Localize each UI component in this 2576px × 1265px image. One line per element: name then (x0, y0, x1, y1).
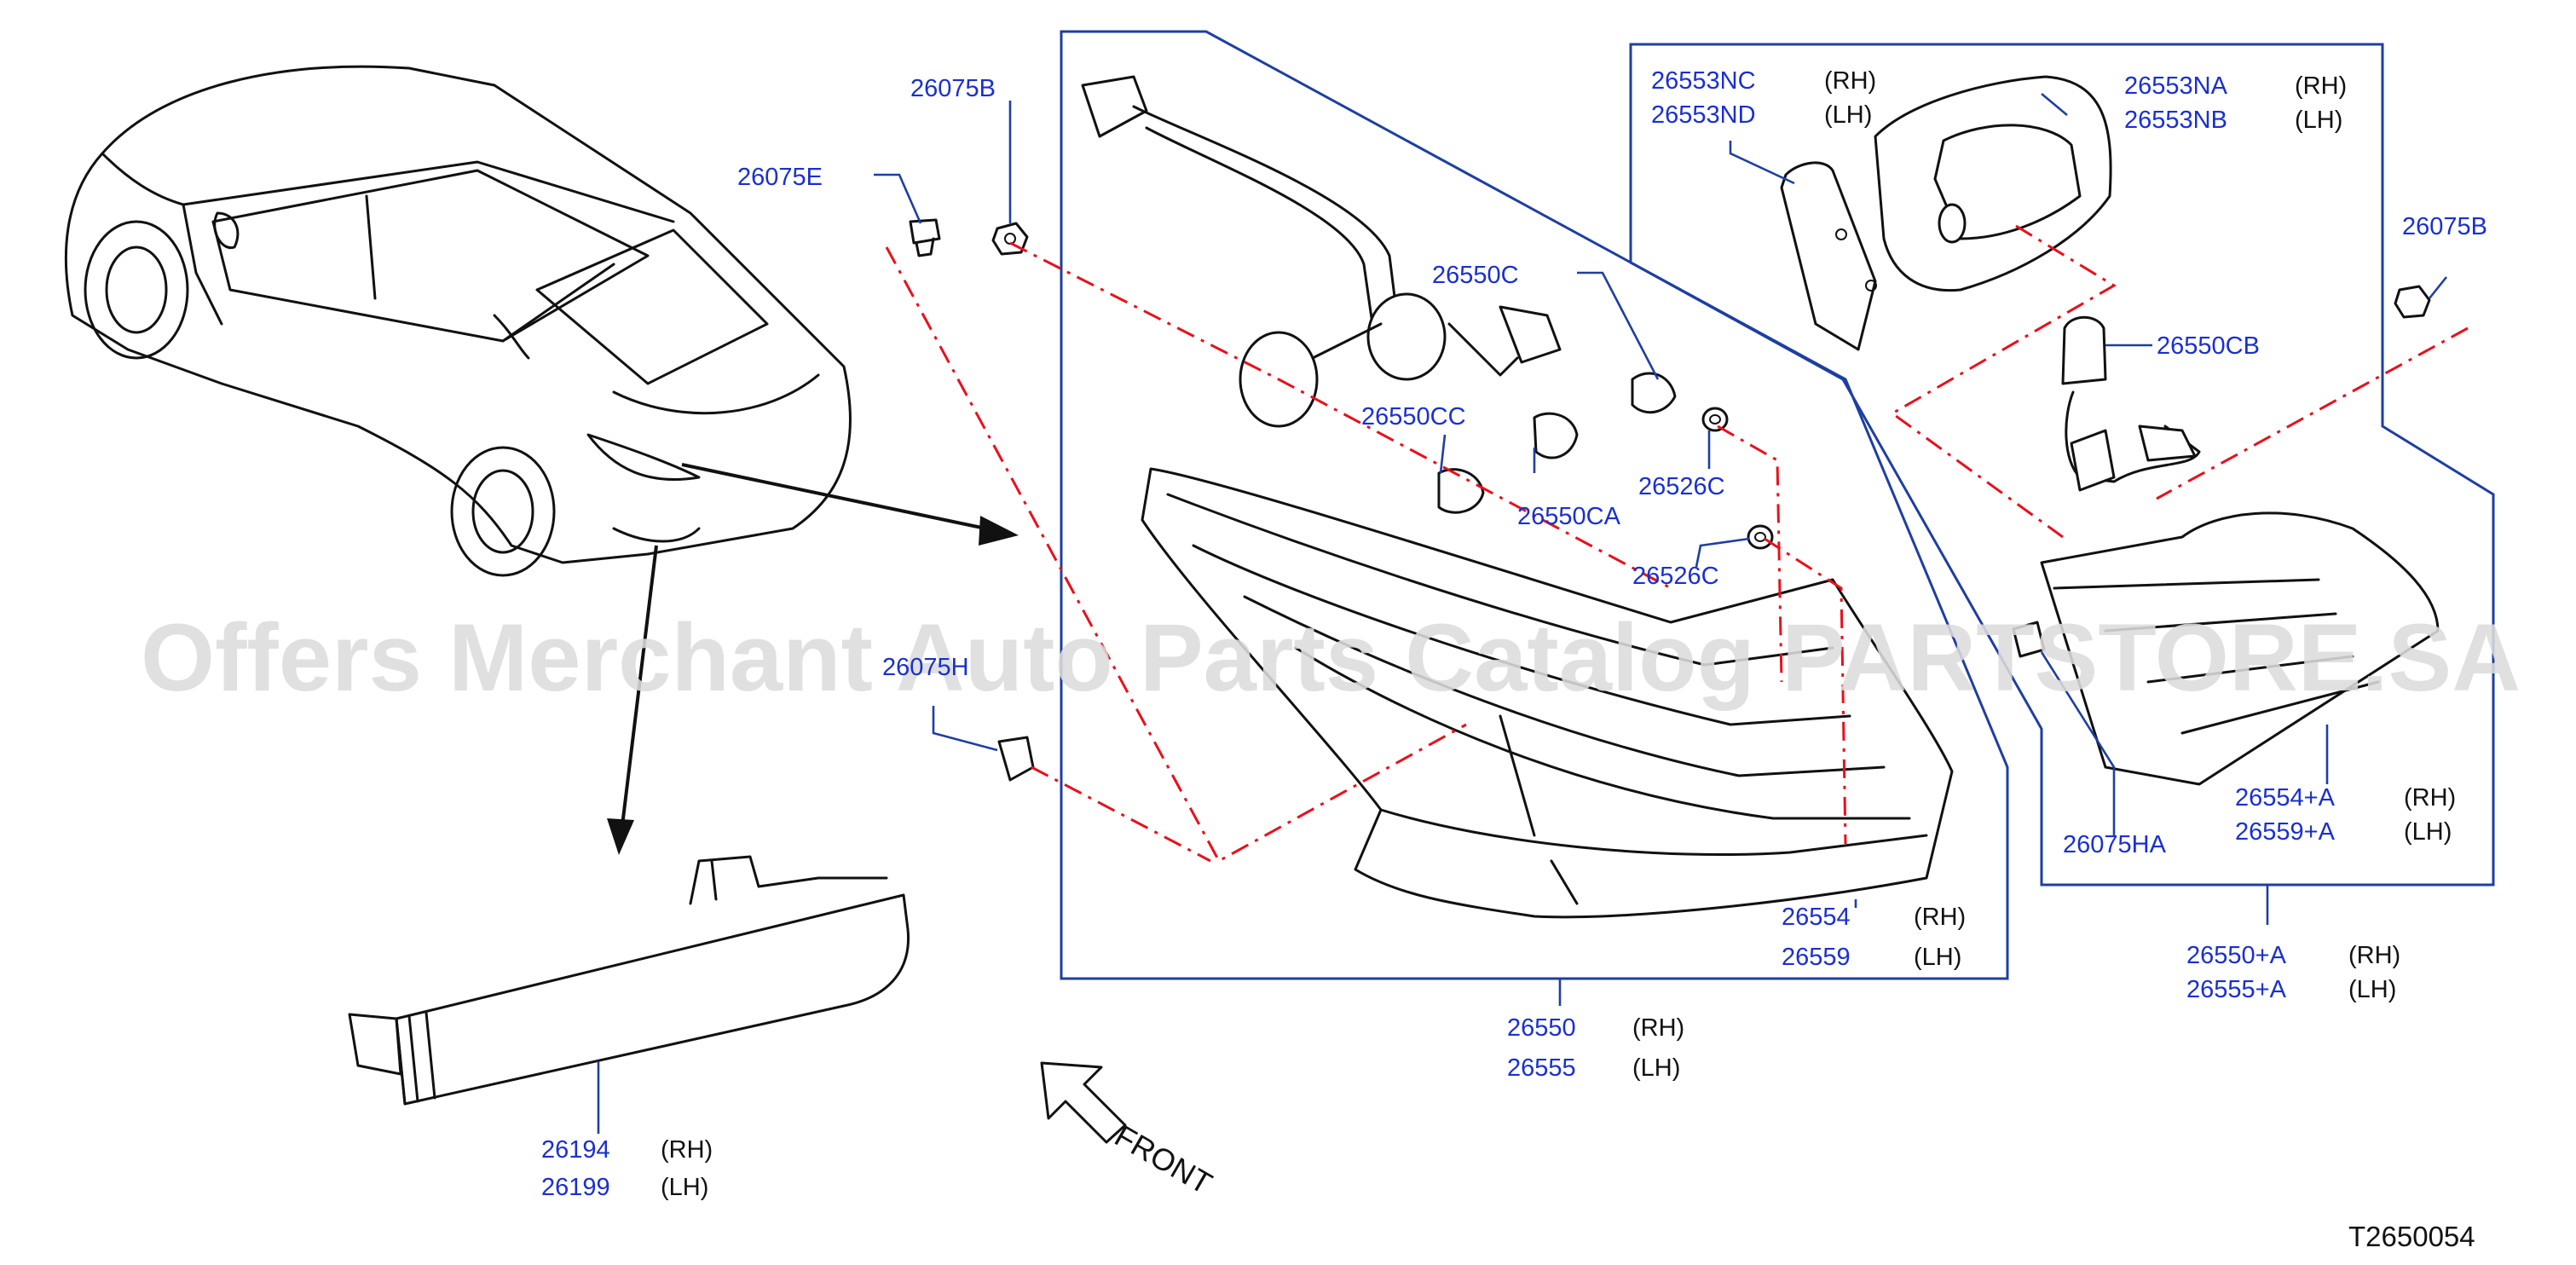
guide-line (1009, 241, 1672, 590)
side-rh-26553NA: (RH) (2295, 72, 2347, 100)
tail-lamp-assembly-frame (1060, 30, 2009, 980)
washer-26526C-b (1747, 524, 1774, 550)
side-rh-26554: (RH) (1914, 904, 1966, 931)
rear-reflector-drawing (348, 855, 910, 1106)
side-rh-26554A: (RH) (2404, 784, 2456, 812)
side-lh-26555: (LH) (1632, 1054, 1680, 1082)
guide-line (2156, 326, 2469, 500)
leader-lines (597, 93, 2448, 1134)
guide-line (1890, 224, 2117, 539)
side-lh-26553NB: (LH) (2295, 107, 2342, 134)
part-number-26555[interactable]: 26555 (1507, 1054, 1576, 1082)
part-number-26075B[interactable]: 26075B (910, 75, 996, 102)
guide-line (1764, 537, 1847, 845)
side-lh-26559A: (LH) (2404, 818, 2452, 846)
arrow-head-icon (979, 516, 1019, 546)
part-number-26526C-a[interactable]: 26526C (1638, 473, 1725, 500)
side-rh-26550A: (RH) (2348, 942, 2400, 969)
part-number-26553NA[interactable]: 26553NA (2124, 72, 2228, 100)
part-number-26554A[interactable]: 26554+A (2235, 784, 2336, 812)
guide-line (1717, 425, 1783, 683)
part-number-26526C-b[interactable]: 26526C (1632, 563, 1719, 590)
part-number-26550A[interactable]: 26550+A (2186, 942, 2287, 969)
part-number-26559[interactable]: 26559 (1782, 944, 1851, 971)
arrow-to-tail-lamp (681, 463, 1007, 534)
watermark: Offers Merchant Auto Parts Catalog PARTS… (141, 604, 2521, 711)
side-lh-26555A: (LH) (2348, 976, 2396, 1003)
part-number-26554[interactable]: 26554 (1782, 904, 1851, 931)
side-rh-26553NC: (RH) (1824, 67, 1876, 95)
part-number-26553NC[interactable]: 26553NC (1651, 67, 1756, 95)
part-number-26194[interactable]: 26194 (541, 1136, 610, 1164)
arrow-head-icon (607, 818, 634, 855)
part-number-26550C[interactable]: 26550C (1432, 262, 1519, 289)
side-rh-26194: (RH) (661, 1136, 713, 1164)
part-number-26550[interactable]: 26550 (1507, 1014, 1576, 1042)
guide-line (1031, 765, 1211, 863)
part-number-26550CB[interactable]: 26550CB (2157, 332, 2260, 360)
part-number-26555A[interactable]: 26555+A (2186, 976, 2287, 1003)
side-lh-26199: (LH) (661, 1174, 708, 1201)
nut-26075B-right (2394, 285, 2431, 319)
part-number-26550CA[interactable]: 26550CA (1517, 503, 1621, 530)
car-illustration (64, 65, 852, 577)
screw-26075E (909, 218, 941, 257)
inner-lamp-parts-drawing (1780, 75, 2440, 786)
front-label: FRONT (1109, 1118, 1218, 1201)
side-rh-26550: (RH) (1632, 1014, 1684, 1042)
part-number-26550CC[interactable]: 26550CC (1361, 403, 1466, 430)
lamp-harness-drawing (1081, 75, 1677, 514)
part-number-26553NB[interactable]: 26553NB (2124, 107, 2227, 134)
front-direction-indicator: FRONT (1040, 1061, 1218, 1201)
arrow-to-reflector (619, 545, 658, 840)
guide-line (885, 246, 1467, 864)
tail-lamp-drawing (1141, 467, 1954, 919)
drawing-code: T2650054 (2348, 1221, 2475, 1252)
part-number-26075B-right[interactable]: 26075B (2402, 213, 2487, 240)
part-number-26075HA[interactable]: 26075HA (2063, 831, 2167, 858)
part-number-26199[interactable]: 26199 (541, 1174, 610, 1201)
part-number-26559A[interactable]: 26559+A (2235, 818, 2336, 846)
side-lh-26553ND: (LH) (1824, 101, 1872, 129)
washer-26526C-a (1701, 407, 1729, 432)
side-lh-26559: (LH) (1914, 944, 1961, 971)
part-number-26075E[interactable]: 26075E (737, 164, 823, 191)
front-arrow-icon (1040, 1061, 1127, 1144)
part-number-26553ND[interactable]: 26553ND (1651, 101, 1756, 129)
part-number-26075H[interactable]: 26075H (882, 654, 969, 681)
screw-26075H (997, 736, 1035, 782)
